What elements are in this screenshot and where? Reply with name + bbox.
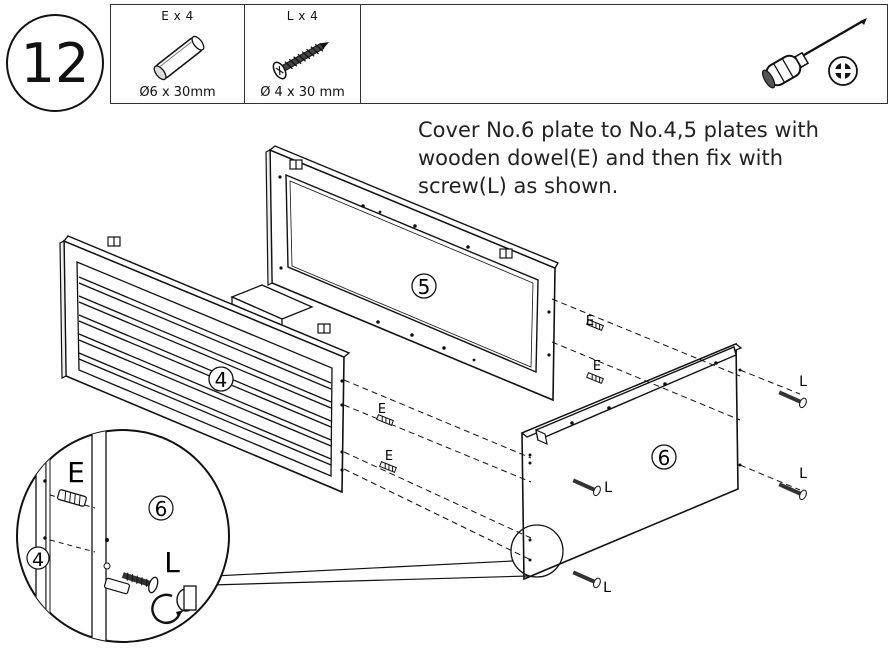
detail-plate-6-label: 6 [155, 497, 168, 521]
screw-label-1: L [799, 374, 807, 390]
detail-magnifier [16, 429, 230, 643]
dowel-label-3: E [378, 402, 386, 417]
alignment-lines [343, 298, 801, 561]
screw-label-2: L [799, 466, 807, 482]
plate-6-label: 6 [658, 446, 671, 470]
detail-screw-label: L [164, 546, 180, 579]
detail-plate-4-label: 4 [32, 549, 44, 571]
dowel-label-4: E [385, 449, 393, 464]
detail-source-circle [510, 524, 564, 578]
screw-size: Ø 4 x 30 mm [260, 85, 345, 100]
dowel-size: Ø6 x 30mm [139, 85, 216, 100]
parts-table: E x 4 Ø6 x 30mm L x 4 [110, 4, 888, 104]
dowel-quantity: E x 4 [161, 9, 194, 23]
detail-leader-line [193, 560, 514, 578]
part-cell-dowel: E x 4 Ø6 x 30mm [111, 5, 245, 103]
plate-6 [520, 342, 743, 581]
instruction-line-1: Cover No.6 plate to No.4,5 plates with [418, 118, 819, 142]
wooden-dowel-icon [153, 35, 205, 81]
detail-plate-4-marker [26, 546, 50, 570]
screw-quantity: L x 4 [286, 9, 319, 23]
screw-icon [272, 42, 329, 80]
plate-5-marker [411, 273, 437, 299]
bottom-support-bar [230, 284, 314, 327]
dowel-label-1: E [586, 314, 594, 329]
detail-plate-6-marker [148, 495, 174, 521]
detail-dowel-label: E [67, 456, 85, 489]
plate-4 [59, 235, 351, 494]
plate-5 [265, 145, 560, 402]
screw-group [572, 390, 807, 589]
screw-label-4: L [603, 580, 611, 596]
step-number-badge: 12 [6, 14, 104, 112]
part-cell-screw: L x 4 Ø 4 x 30 mm [245, 5, 361, 103]
instruction-line-3: screw(L) as shown. [418, 174, 619, 198]
dowel-label-2: E [593, 359, 601, 374]
plate-5-label: 5 [418, 275, 431, 299]
dowel-group [375, 319, 605, 473]
plate-4-label: 4 [215, 368, 228, 392]
step-number: 12 [20, 31, 90, 95]
tool-cell [361, 5, 889, 103]
detail-leader-line-2 [210, 575, 529, 586]
screw-label-3: L [604, 480, 612, 496]
phillips-screwdriver-icon [761, 18, 867, 89]
instruction-line-2: wooden dowel(E) and then fix with [418, 146, 784, 170]
plate-4-marker [208, 366, 234, 392]
plate-6-marker [651, 444, 677, 470]
instruction-text: Cover No.6 plate to No.4,5 plates with w… [418, 116, 888, 200]
